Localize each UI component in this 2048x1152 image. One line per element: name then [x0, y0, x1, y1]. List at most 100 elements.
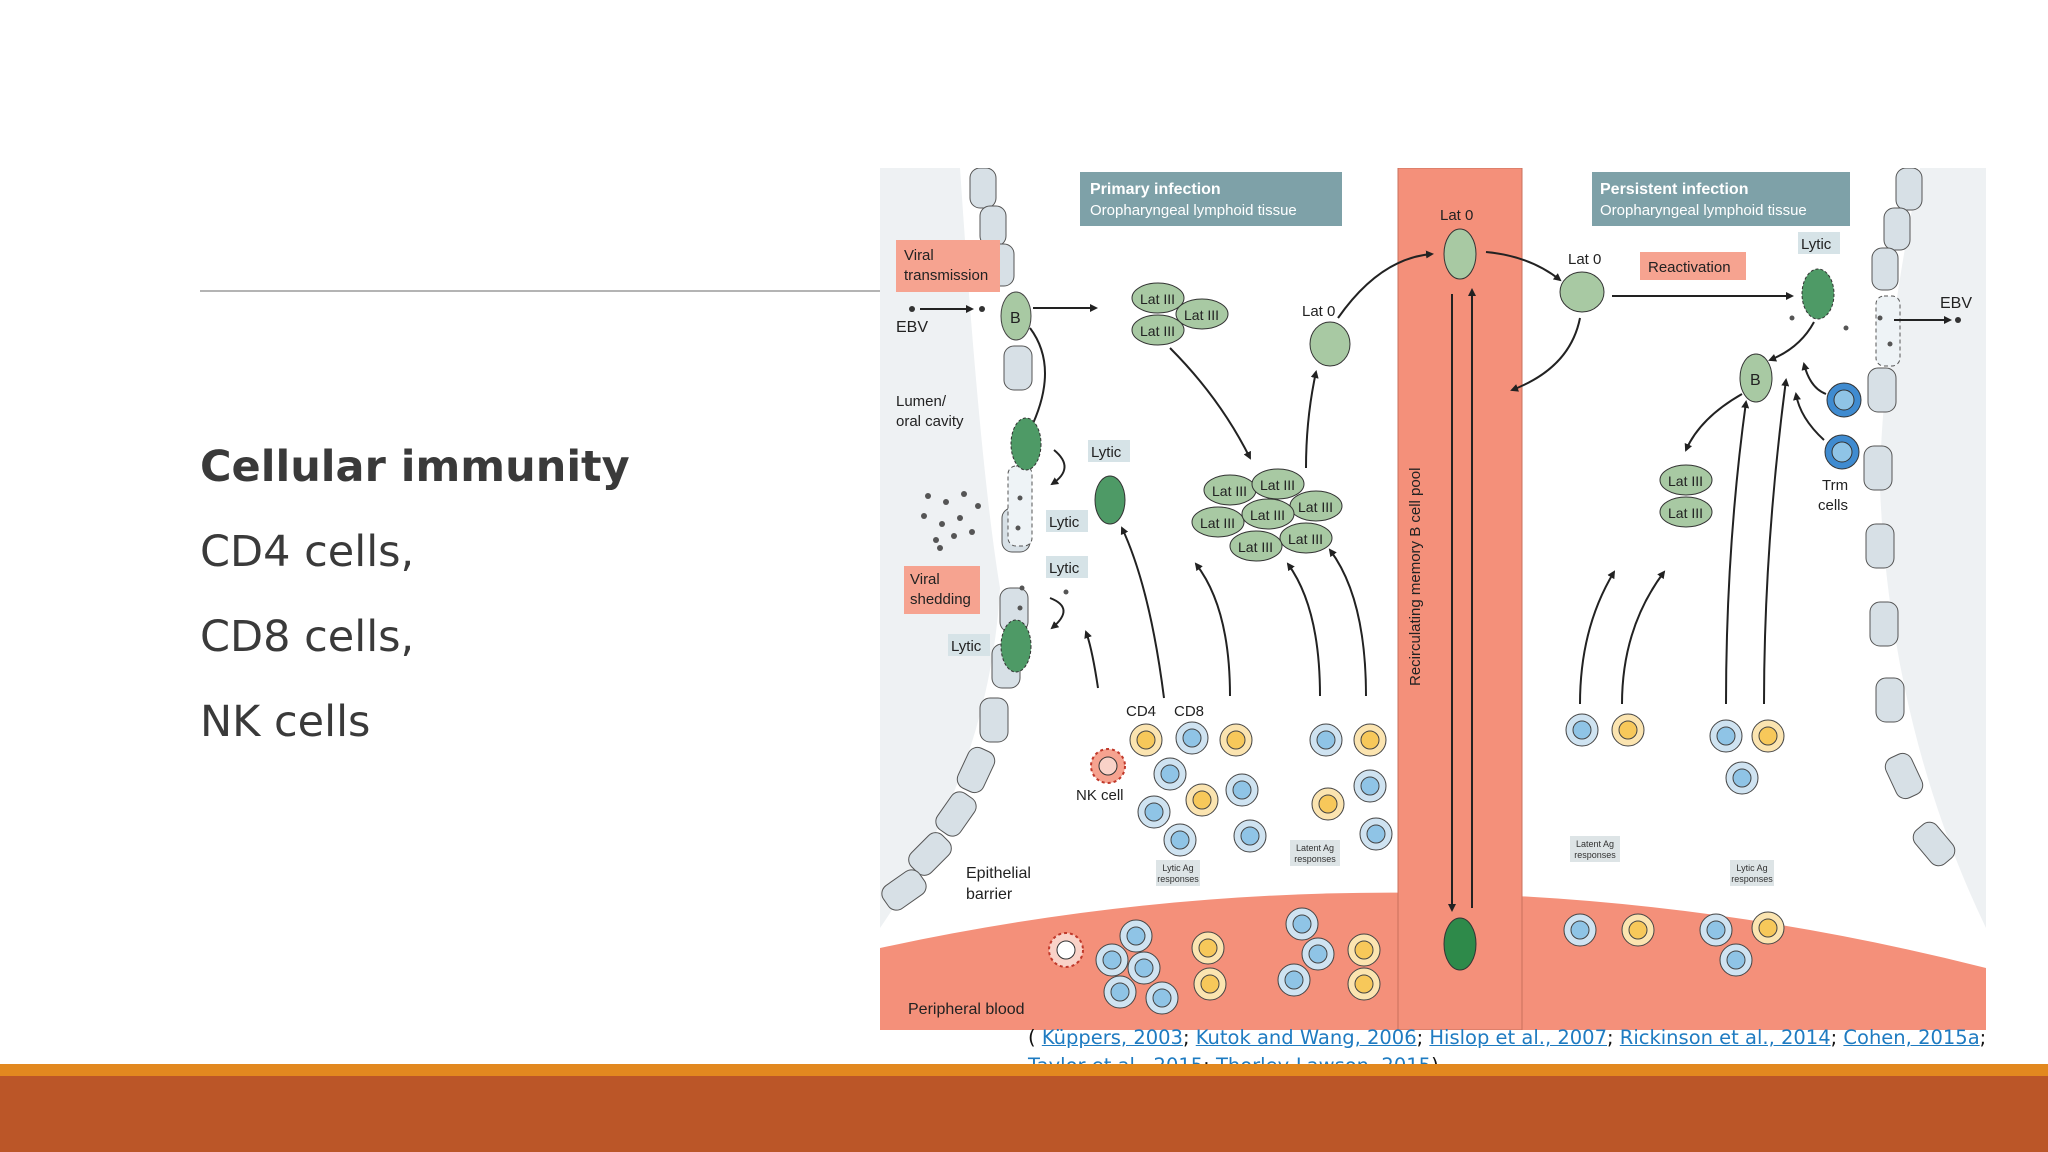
ref-link[interactable]: Hislop et al., 2007	[1429, 1026, 1607, 1049]
t-cell-nucleus	[1354, 974, 1374, 994]
t-cell-nucleus	[1182, 728, 1202, 748]
t-cell-nucleus	[1360, 776, 1380, 796]
persistent-infection-header: Persistent infection Oropharyngeal lymph…	[1592, 172, 1850, 226]
svg-text:Oropharyngeal lymphoid tissue: Oropharyngeal lymphoid tissue	[1090, 202, 1297, 219]
svg-text:Trm: Trm	[1822, 477, 1848, 494]
recirculating-pool-label: Recirculating memory B cell pool	[1407, 468, 1424, 686]
nk-cell: NK cell	[1076, 748, 1126, 804]
viral-transmission-label: Viral transmission	[896, 240, 1000, 292]
t-cell-nucleus	[1308, 944, 1328, 964]
trm-cells: Trm cells	[1818, 382, 1862, 514]
lumen-label: Lumen/	[896, 393, 947, 410]
b-cell-right-label: B	[1750, 372, 1761, 389]
svg-text:Lat III: Lat III	[1184, 307, 1219, 323]
cd4-label: CD4	[1126, 703, 1156, 720]
t-cell-nucleus	[1366, 824, 1386, 844]
peripheral-blood-label: Peripheral blood	[908, 1001, 1025, 1018]
svg-text:Lat III: Lat III	[1212, 483, 1247, 499]
svg-text:Primary infection: Primary infection	[1090, 181, 1221, 198]
t-cell-nucleus	[1226, 730, 1246, 750]
primary-infection-header: Primary infection Oropharyngeal lymphoid…	[1080, 172, 1342, 226]
response-labels: Lytic Ag responses Latent Ag responses L…	[1156, 836, 1774, 886]
ref-link[interactable]: Rickinson et al., 2014	[1619, 1026, 1831, 1049]
t-cell-nucleus	[1232, 780, 1252, 800]
t-cell-nucleus	[1136, 730, 1156, 750]
svg-text:oral cavity: oral cavity	[896, 413, 964, 430]
memory-b-cell-column	[1397, 168, 1523, 1030]
t-cell-nucleus	[1152, 988, 1172, 1008]
svg-text:Lat III: Lat III	[1238, 539, 1273, 555]
t-cell-nucleus	[1758, 726, 1778, 746]
svg-text:Viral: Viral	[910, 571, 940, 588]
t-cell-nucleus	[1316, 730, 1336, 750]
reactivation-label: Reactivation	[1640, 252, 1746, 280]
ref-link[interactable]: Küppers, 2003	[1041, 1026, 1183, 1049]
svg-text:Lat III: Lat III	[1668, 473, 1703, 489]
t-cell-nucleus	[1726, 950, 1746, 970]
lumen-right	[1880, 168, 1986, 928]
svg-text:barrier: barrier	[966, 886, 1013, 903]
citation: ( Küppers, 2003; Kutok and Wang, 2006; H…	[1028, 1024, 2024, 1080]
t-cell-nucleus	[1706, 920, 1726, 940]
t-cell-nucleus	[1628, 920, 1648, 940]
t-cell-nucleus	[1360, 730, 1380, 750]
svg-text:Lytic Ag: Lytic Ag	[1736, 863, 1767, 873]
svg-text:Lat III: Lat III	[1250, 507, 1285, 523]
epithelial-barrier-label: Epithelial	[966, 865, 1031, 882]
t-cell-nucleus	[1134, 958, 1154, 978]
svg-text:Reactivation: Reactivation	[1648, 259, 1731, 276]
lat-iii-cluster-large: Lat III Lat III Lat III Lat III Lat III …	[1191, 468, 1343, 562]
svg-text:responses: responses	[1574, 850, 1616, 860]
t-cell-nucleus	[1110, 982, 1130, 1002]
svg-text:Lytic Ag: Lytic Ag	[1162, 863, 1193, 873]
svg-text:NK cell: NK cell	[1076, 787, 1124, 804]
svg-text:Persistent infection: Persistent infection	[1600, 181, 1748, 198]
shed-virions	[921, 491, 1069, 611]
svg-text:Lytic: Lytic	[1049, 560, 1080, 577]
bullet-item: CD8 cells,	[200, 612, 415, 662]
t-cell-nucleus	[1144, 802, 1164, 822]
svg-text:Lytic: Lytic	[951, 638, 982, 655]
t-cell-nucleus	[1240, 826, 1260, 846]
b-cell-label: B	[1010, 310, 1021, 327]
t-cell-nucleus	[1354, 940, 1374, 960]
svg-text:cells: cells	[1818, 497, 1848, 514]
t-cell-nucleus	[1758, 918, 1778, 938]
t-cell-nucleus	[1192, 790, 1212, 810]
t-cell-nucleus	[1200, 974, 1220, 994]
t-cell-nucleus	[1126, 926, 1146, 946]
svg-text:Lat 0: Lat 0	[1440, 207, 1473, 224]
svg-text:Lat III: Lat III	[1200, 515, 1235, 531]
svg-text:Latent Ag: Latent Ag	[1576, 839, 1614, 849]
epithelial-barrier-right	[1863, 168, 1956, 867]
t-cell-nucleus	[1198, 938, 1218, 958]
footer-accent-band	[0, 1064, 2048, 1076]
viral-shedding-label: Viral shedding	[904, 566, 980, 614]
svg-text:Lat III: Lat III	[1140, 291, 1175, 307]
t-cell-nucleus	[1170, 830, 1190, 850]
svg-text:Latent Ag: Latent Ag	[1296, 843, 1334, 853]
t-cell-nucleus	[1318, 794, 1338, 814]
lat-iii-cluster-small: Lat III Lat III Lat III	[1131, 282, 1229, 346]
svg-text:Lytic: Lytic	[1801, 236, 1832, 253]
svg-text:Lat III: Lat III	[1288, 531, 1323, 547]
lat-iii-cluster-right: Lat III Lat III	[1659, 464, 1713, 528]
svg-text:shedding: shedding	[910, 591, 971, 608]
ref-link[interactable]: Kutok and Wang, 2006	[1195, 1026, 1417, 1049]
bullet-item: CD4 cells,	[200, 527, 415, 577]
t-cell-nucleus	[1102, 950, 1122, 970]
t-cell-nucleus	[1160, 764, 1180, 784]
t-cell-nucleus	[1716, 726, 1736, 746]
cd8-label: CD8	[1174, 703, 1204, 720]
svg-text:responses: responses	[1157, 874, 1199, 884]
svg-text:transmission: transmission	[904, 267, 988, 284]
ref-link[interactable]: Cohen, 2015a	[1843, 1026, 1980, 1049]
svg-text:responses: responses	[1731, 874, 1773, 884]
svg-text:Lytic: Lytic	[1091, 444, 1122, 461]
svg-text:Lat III: Lat III	[1298, 499, 1333, 515]
ebv-right-label: EBV	[1940, 295, 1972, 312]
t-cell-nucleus	[1570, 920, 1590, 940]
svg-text:Lat 0: Lat 0	[1568, 251, 1601, 268]
bullet-heading: Cellular immunity	[200, 442, 630, 492]
footer-band	[0, 1076, 2048, 1152]
